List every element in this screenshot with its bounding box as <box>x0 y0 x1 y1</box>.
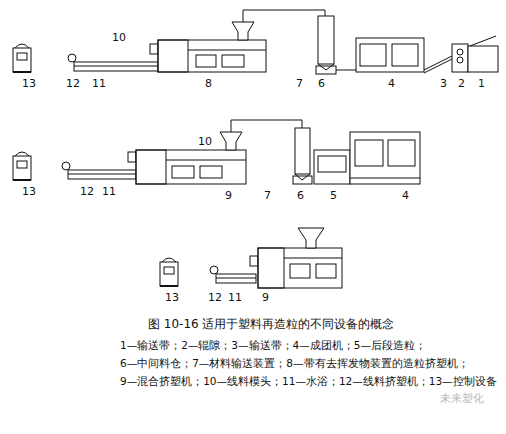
callout-number: 6 <box>297 190 304 202</box>
callout-number: 9 <box>225 190 232 202</box>
callout-number: 7 <box>296 78 303 90</box>
callout-number: 13 <box>22 78 36 90</box>
watermark: 未来塑化 <box>440 393 484 405</box>
figure-caption: 图 10-16 适用于塑料再造粒的不同设备的概念 <box>148 318 395 330</box>
callout-number: 5 <box>330 190 337 202</box>
callout-number: 9 <box>262 292 269 304</box>
callout-number: 1 <box>478 78 485 90</box>
row-three-line <box>160 228 342 288</box>
callout-number: 2 <box>458 78 465 90</box>
callout-number: 8 <box>205 78 212 90</box>
callout-number: 12 <box>208 292 222 304</box>
callout-number: 11 <box>228 292 242 304</box>
callout-number: 11 <box>102 186 116 198</box>
callout-number: 6 <box>318 78 325 90</box>
callout-number: 12 <box>66 78 80 90</box>
callout-number: 11 <box>92 78 106 90</box>
legend-line: 1—输送带；2—辊隙；3—输送带；4—成团机；5—后段造粒； <box>120 339 426 351</box>
callout-number: 13 <box>165 292 179 304</box>
callout-number: 13 <box>22 186 36 198</box>
legend-line: 6—中间料仓；7—材料输送装置；8—带有去挥发物装置的造粒挤塑机； <box>120 357 469 369</box>
row-two-line <box>13 120 420 184</box>
callout-number: 3 <box>440 78 447 90</box>
legend-line: 9—混合挤塑机；10—线料模头；11—水浴；12—线料挤塑机；13—控制设备 <box>120 375 497 387</box>
row-one-line <box>13 10 498 74</box>
callout-number: 10 <box>112 32 126 44</box>
callout-number: 12 <box>80 186 94 198</box>
callout-number: 7 <box>264 190 271 202</box>
callout-number: 4 <box>388 78 395 90</box>
callout-number: 10 <box>198 136 212 148</box>
callout-number: 4 <box>402 190 409 202</box>
